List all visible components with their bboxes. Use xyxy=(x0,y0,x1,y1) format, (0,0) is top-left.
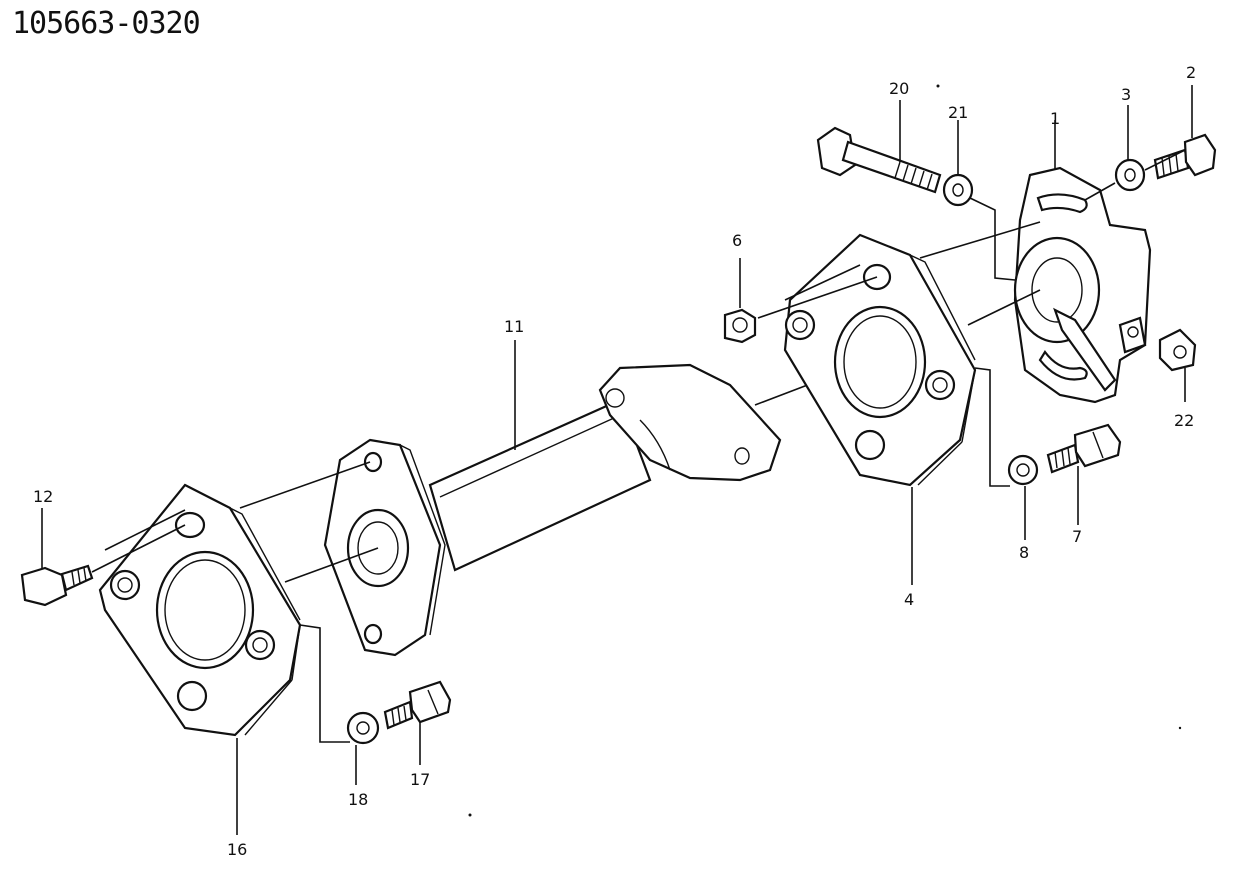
scan-speck xyxy=(936,84,940,88)
label-18: 18 xyxy=(348,790,368,809)
leader-2-3 xyxy=(1144,149,1186,171)
part-2-bolt xyxy=(1153,85,1217,180)
part-7-screw xyxy=(1046,423,1122,525)
label-8: 8 xyxy=(1019,543,1029,562)
label-21: 21 xyxy=(948,103,968,122)
label-4: 4 xyxy=(904,590,914,609)
scan-speck xyxy=(1178,726,1182,730)
part-18-washer xyxy=(299,624,380,785)
part-4-flange xyxy=(783,233,977,585)
part-12-bolt xyxy=(20,509,186,607)
label-16: 16 xyxy=(227,840,247,859)
label-12: 12 xyxy=(33,487,53,506)
part-6-nut xyxy=(723,258,878,344)
part-11-pipe xyxy=(239,340,861,657)
part-8-washer xyxy=(974,367,1039,540)
part-20-long-bolt xyxy=(816,100,942,194)
label-3: 3 xyxy=(1121,85,1131,104)
part-21-washer xyxy=(942,120,1016,281)
label-7: 7 xyxy=(1072,527,1082,546)
part-17-screw xyxy=(383,680,452,765)
part-3-washer xyxy=(1114,105,1146,192)
label-1: 1 xyxy=(1050,109,1060,128)
label-2: 2 xyxy=(1186,63,1196,82)
part-22-square-nut xyxy=(1158,328,1197,402)
scan-speck xyxy=(468,813,472,817)
label-11: 11 xyxy=(504,317,524,336)
label-20: 20 xyxy=(889,79,909,98)
part-1-bracket xyxy=(919,120,1152,404)
part-16-flange xyxy=(98,483,302,737)
label-6: 6 xyxy=(732,231,742,250)
diagram-title: 105663-0320 xyxy=(12,6,201,41)
label-17: 17 xyxy=(410,770,430,789)
label-22: 22 xyxy=(1174,411,1194,430)
